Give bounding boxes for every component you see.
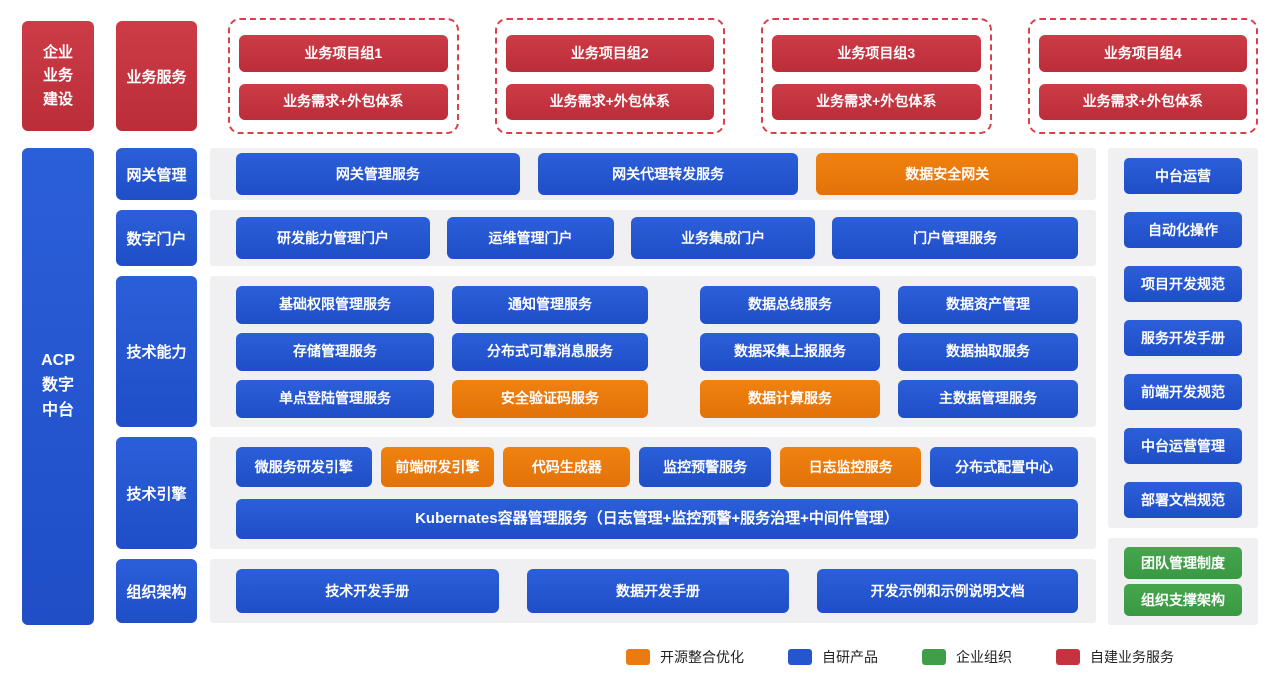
tech-engine-panel: 微服务研发引擎 前端研发引擎 代码生成器 监控预警服务 日志监控服务 分布式配置… [210, 437, 1096, 549]
automation-ops: 自动化操作 [1124, 212, 1242, 248]
rd-capability-portal: 研发能力管理门户 [236, 217, 430, 259]
legend-label-enterprise-org: 企业组织 [956, 649, 1012, 665]
business-project-group-2: 业务项目组2 业务需求+外包体系 [494, 18, 725, 134]
project-group-1-title: 业务项目组1 [239, 35, 448, 72]
spacer [666, 380, 682, 418]
storage-management-service: 存储管理服务 [236, 332, 434, 371]
legend-item-opensource: 开源整合优化 [626, 647, 744, 667]
captcha-service: 安全验证码服务 [452, 379, 648, 418]
tech-capability-panel: 基础权限管理服务 通知管理服务 数据总线服务 数据资产管理 存储管理服务 分布式… [210, 276, 1096, 427]
section-labels: 网关管理 数字门户 技术能力 技术引擎 组织架构 [116, 148, 197, 625]
data-collection-report-service: 数据采集上报服务 [700, 332, 880, 371]
frontend-dev-standard: 前端开发规范 [1124, 374, 1242, 410]
deployment-doc-standard: 部署文档规范 [1124, 482, 1242, 518]
data-security-gateway: 数据安全网关 [816, 153, 1078, 195]
right-column: 中台运营 自动化操作 项目开发规范 服务开发手册 前端开发规范 中台运营管理 部… [1108, 148, 1258, 625]
business-project-group-1: 业务项目组1 业务需求+外包体系 [228, 18, 459, 134]
legend: 开源整合优化 自研产品 企业组织 自建业务服务 [22, 647, 1258, 667]
data-dev-handbook: 数据开发手册 [526, 569, 790, 613]
org-structure-panel: 技术开发手册 数据开发手册 开发示例和示例说明文档 [210, 559, 1096, 623]
project-groups: 业务项目组1 业务需求+外包体系 业务项目组2 业务需求+外包体系 业务项目组3… [228, 18, 1258, 134]
org-support-structure: 组织支撑架构 [1124, 584, 1242, 616]
legend-swatch-blue [788, 649, 812, 665]
project-dev-standard: 项目开发规范 [1124, 266, 1242, 302]
section-label-gateway-management: 网关管理 [116, 148, 197, 200]
enterprise-business-construction-label: 企业 业务 建设 [22, 21, 94, 131]
data-extraction-service: 数据抽取服务 [898, 332, 1078, 371]
legend-swatch-red [1056, 649, 1080, 665]
digital-portal-panel: 研发能力管理门户 运维管理门户 业务集成门户 门户管理服务 [210, 210, 1096, 266]
dev-examples-doc: 开发示例和示例说明文档 [817, 569, 1078, 613]
gateway-management-service: 网关管理服务 [236, 153, 520, 195]
microservice-dev-engine: 微服务研发引擎 [236, 447, 372, 487]
legend-swatch-orange [626, 649, 650, 665]
project-group-2-outsourcing: 业务需求+外包体系 [505, 83, 714, 120]
service-dev-handbook: 服务开发手册 [1124, 320, 1242, 356]
legend-item-selfbuilt-business: 自建业务服务 [1056, 647, 1174, 667]
section-label-tech-capability: 技术能力 [116, 276, 197, 427]
engine-row: 微服务研发引擎 前端研发引擎 代码生成器 监控预警服务 日志监控服务 分布式配置… [236, 447, 1078, 487]
section-label-digital-portal: 数字门户 [116, 210, 197, 266]
data-bus-service: 数据总线服务 [700, 285, 880, 324]
legend-swatch-green [922, 649, 946, 665]
spacer [666, 333, 682, 371]
business-integration-portal: 业务集成门户 [631, 217, 816, 259]
project-group-2-title: 业务项目组2 [505, 35, 714, 72]
legend-item-selfdev: 自研产品 [788, 647, 878, 667]
team-management-system: 团队管理制度 [1124, 547, 1242, 579]
gateway-proxy-forward-service: 网关代理转发服务 [537, 153, 799, 195]
project-group-3-outsourcing: 业务需求+外包体系 [772, 83, 981, 120]
data-computing-service: 数据计算服务 [700, 379, 880, 418]
legend-label-selfdev: 自研产品 [822, 649, 878, 665]
portal-management-service: 门户管理服务 [832, 217, 1078, 259]
distributed-config-center: 分布式配置中心 [930, 447, 1078, 487]
tech-dev-handbook: 技术开发手册 [236, 569, 499, 613]
frontend-dev-engine: 前端研发引擎 [380, 447, 495, 487]
legend-label-opensource: 开源整合优化 [660, 649, 744, 665]
gateway-management-panel: 网关管理服务 网关代理转发服务 数据安全网关 [210, 148, 1096, 200]
project-group-1-outsourcing: 业务需求+外包体系 [239, 83, 448, 120]
code-generator: 代码生成器 [503, 447, 631, 487]
monitoring-alert-service: 监控预警服务 [639, 447, 772, 487]
business-band: 企业 业务 建设 业务服务 业务项目组1 业务需求+外包体系 业务项目组2 业务… [22, 18, 1258, 134]
platform-ops-management: 中台运营管理 [1124, 428, 1242, 464]
business-services-label: 业务服务 [116, 21, 197, 131]
kubernetes-container-service: Kubernates容器管理服务（日志管理+监控预警+服务治理+中间件管理） [236, 499, 1078, 539]
distributed-message-service: 分布式可靠消息服务 [452, 332, 648, 371]
business-project-group-3: 业务项目组3 业务需求+外包体系 [761, 18, 992, 134]
section-label-tech-engine: 技术引擎 [116, 437, 197, 549]
data-asset-management: 数据资产管理 [898, 285, 1078, 324]
platform-operations: 中台运营 [1124, 158, 1242, 194]
notification-service: 通知管理服务 [452, 285, 648, 324]
master-data-service: 主数据管理服务 [898, 379, 1078, 418]
project-group-4-outsourcing: 业务需求+外包体系 [1038, 83, 1247, 120]
operations-panel: 中台运营 自动化操作 项目开发规范 服务开发手册 前端开发规范 中台运营管理 部… [1108, 148, 1258, 528]
organization-panel: 团队管理制度 组织支撑架构 [1108, 538, 1258, 625]
spacer [666, 286, 682, 324]
legend-item-enterprise-org: 企业组织 [922, 647, 1012, 667]
legend-label-selfbuilt-business: 自建业务服务 [1090, 649, 1174, 665]
log-monitoring-service: 日志监控服务 [780, 447, 922, 487]
business-project-group-4: 业务项目组4 业务需求+外包体系 [1027, 18, 1258, 134]
acp-digital-platform-label: ACP 数字 中台 [22, 148, 94, 625]
basic-permission-service: 基础权限管理服务 [236, 285, 434, 324]
section-label-org-structure: 组织架构 [116, 559, 197, 623]
platform-content: 网关管理服务 网关代理转发服务 数据安全网关 研发能力管理门户 运维管理门户 业… [210, 148, 1096, 625]
platform-band: ACP 数字 中台 网关管理 数字门户 技术能力 技术引擎 组织架构 网关管理服… [22, 148, 1258, 625]
project-group-3-title: 业务项目组3 [772, 35, 981, 72]
project-group-4-title: 业务项目组4 [1038, 35, 1247, 72]
ops-management-portal: 运维管理门户 [446, 217, 614, 259]
sso-management-service: 单点登陆管理服务 [236, 379, 434, 418]
